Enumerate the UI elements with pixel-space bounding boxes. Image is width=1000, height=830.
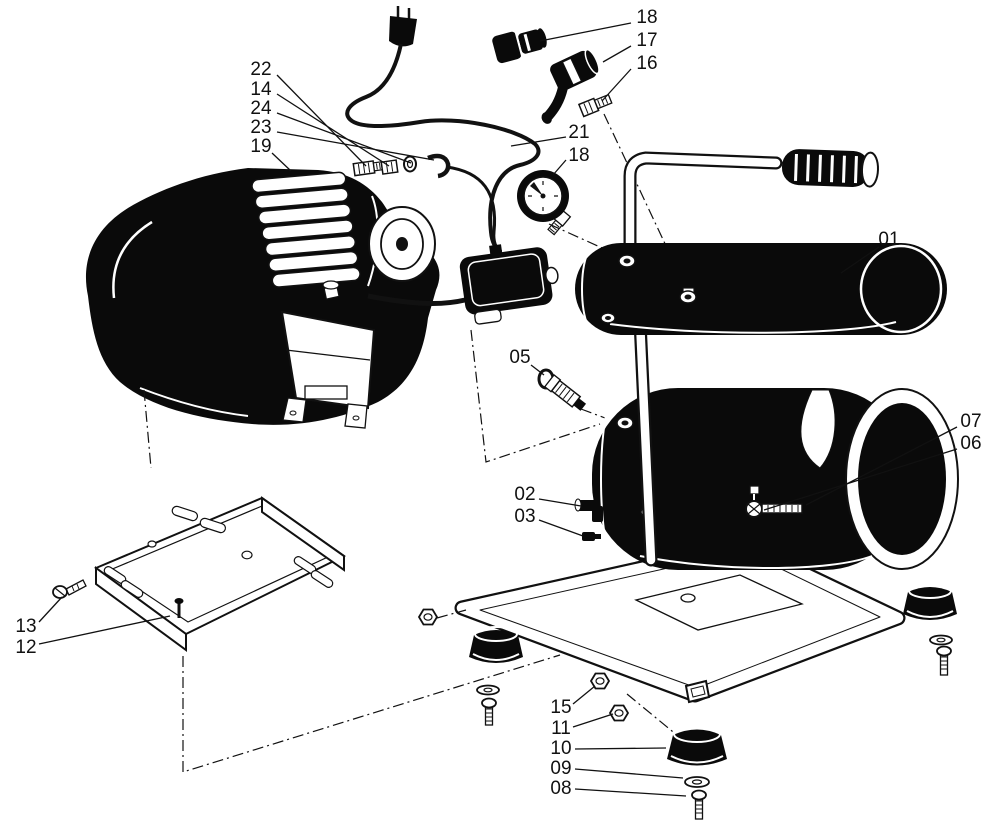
frame-plate [634,574,804,631]
power-plug [389,6,417,47]
hex-nut-15 [589,672,611,690]
washer-09 [684,776,710,788]
cooling-fins [251,171,361,288]
pump-assembly [85,168,466,429]
tank-port-outlet [679,287,697,304]
callout-leader-07-12 [805,426,958,506]
callout-leader-09-21 [574,768,684,779]
callout-leader-18-9 [552,159,567,176]
callout-label-08-22: 08 [550,778,571,799]
callout-label-24-5: 24 [250,98,272,119]
callout-label-12-17: 12 [15,637,36,658]
callout-label-14-4: 14 [250,79,272,100]
tank-port-front [600,312,616,324]
bracket-stud [174,598,184,618]
hex-nut-a [417,608,439,626]
callout-leader-14-4 [276,93,390,167]
callout-label-01-10: 01 [878,229,899,250]
handle-tube [623,151,783,265]
callout-label-23-6: 23 [250,117,271,138]
elbow-23 [427,153,451,179]
callout-label-13-16: 13 [15,616,36,637]
callout-leader-03-15 [538,519,584,537]
bracket-screw-13 [52,579,87,599]
callout-leader-19-7 [271,152,292,172]
callout-leader-23-6 [276,131,435,161]
pressure-tube-21 [446,165,502,254]
callout-label-16-2: 16 [636,53,657,74]
hex-nut-11 [608,704,630,722]
plug-fitting-03 [582,532,601,541]
callout-leader-12-17 [38,615,171,645]
callout-leader-02-14 [538,498,582,507]
coupler-17 [541,48,600,124]
callout-leader-15-18 [572,685,596,705]
washer-right [929,634,953,646]
callout-leader-06-13 [763,448,958,511]
bolt-left [481,697,497,726]
mounting-bracket [93,496,346,652]
callout-leader-22-3 [276,74,367,167]
elbow-fitting-02 [574,498,603,522]
callout-label-17-1: 17 [636,30,657,51]
check-valve-05 [537,368,587,411]
quick-coupler-18 [492,28,547,64]
tank-port-gauge [618,254,636,268]
callout-leader-13-16 [38,596,63,623]
pressure-switch-box [459,244,559,325]
washer-left [476,684,500,696]
callout-leader-10-20 [574,747,667,750]
callout-label-21-8: 21 [568,122,589,143]
callout-leader-05-11 [530,364,545,376]
outlet-tube [367,293,466,306]
tank-highlight-swoosh [800,389,836,469]
callout-label-10-20: 10 [550,738,571,759]
callout-leader-01-10 [840,246,880,274]
rubber-foot-10 [667,725,727,766]
callout-label-07-12: 07 [960,411,981,432]
callout-leader-08-22 [574,788,687,797]
washer-24 [403,155,417,173]
upper-tank [575,243,947,335]
pressure-gauge [517,170,572,236]
power-cord [345,43,541,254]
tank-port-lower-left [616,416,634,430]
oil-fill-cap [322,280,340,300]
rubber-foot-left [469,626,523,663]
tube-end-cap [684,679,711,704]
callout-label-02-14: 02 [514,484,535,505]
callout-label-22-3: 22 [250,59,271,80]
callout-label-18-0: 18 [636,7,657,28]
callout-label-18-9: 18 [568,145,589,166]
callout-label-19-7: 19 [250,136,271,157]
callout-leader-16-2 [601,68,632,102]
fitting-22 [352,160,385,177]
handle-grip [781,149,879,188]
callout-leader-11-19 [572,713,614,728]
rubber-foot-right [903,583,957,620]
fan-shroud [368,206,436,282]
lower-tank [592,388,959,570]
callout-leader-18-0 [539,22,632,42]
callout-label-03-15: 03 [514,506,535,527]
callout-label-06-13: 06 [960,433,981,454]
bolt-08 [691,789,707,820]
callout-label-09-21: 09 [550,758,571,779]
callout-label-15-18: 15 [550,697,571,718]
bolt-right [936,645,952,676]
callout-label-05-11: 05 [509,347,530,368]
crankcase [280,310,376,429]
callout-leader-17-1 [602,45,632,63]
nipple-16 [577,93,613,118]
callout-layer: 1817162214242319211801050706020313121511… [15,7,981,799]
callout-leader-24-5 [276,112,412,164]
callout-label-11-19: 11 [551,718,571,739]
callout-leader-21-8 [510,136,567,147]
